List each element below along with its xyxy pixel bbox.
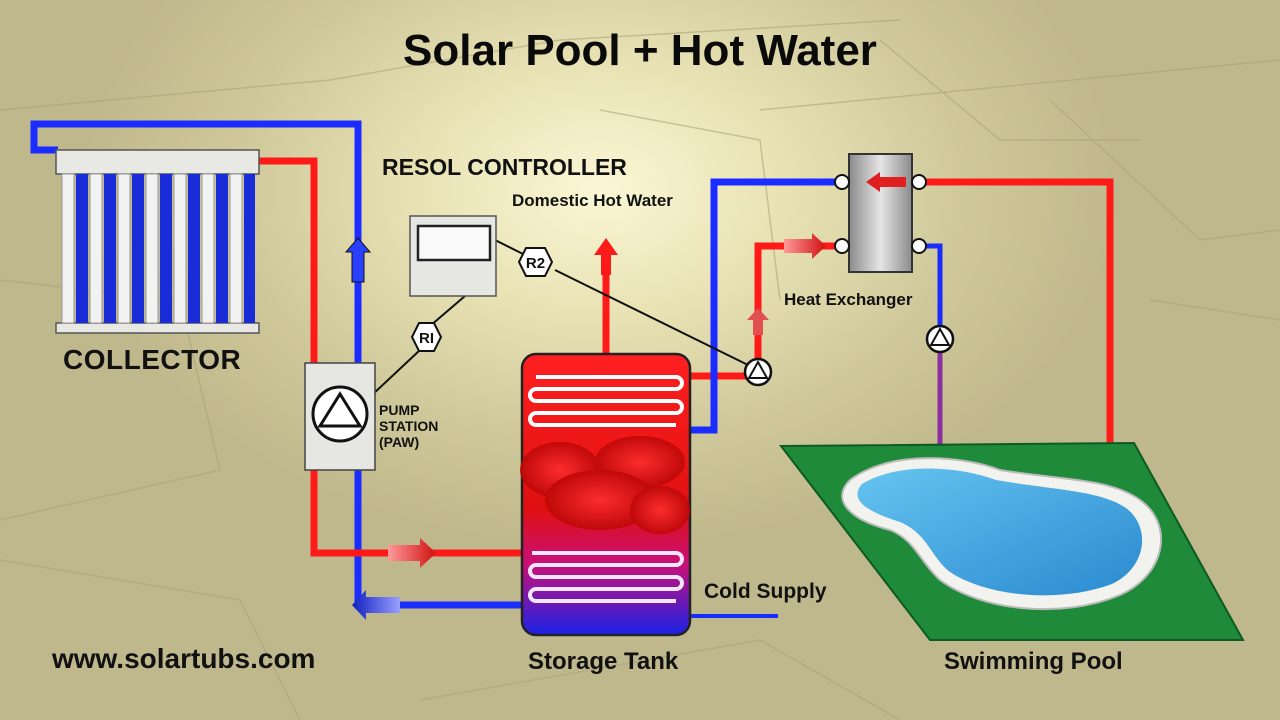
arrow-right-lower (388, 538, 436, 568)
sensor-r1-label: RI (419, 330, 434, 347)
pool-return-pump[interactable] (925, 324, 955, 354)
solar-collector[interactable] (55, 149, 260, 334)
heat-exchanger[interactable] (834, 153, 927, 273)
arrow-up-pool-loop (747, 308, 769, 335)
storage-tank-label: Storage Tank (528, 648, 679, 675)
pool-loop-pump[interactable] (743, 357, 773, 387)
swimming-pool[interactable] (778, 441, 1245, 641)
hx-arrow-left (866, 172, 906, 192)
blueprint-lines (0, 19, 1280, 720)
tank-lower-coil (528, 551, 684, 603)
sensor-r2: R2 (517, 247, 554, 277)
collector-hot-pipe (258, 157, 318, 365)
arrow-left-cold (352, 590, 400, 620)
pool-water (857, 468, 1143, 596)
storage-tank[interactable] (520, 352, 692, 637)
collector-cold-pipe (30, 120, 362, 365)
website-link[interactable]: www.solartubs.com (52, 643, 316, 674)
pool-return-pipe (920, 243, 943, 326)
arrow-up-collector-return (344, 237, 372, 283)
resol-controller[interactable] (409, 215, 497, 297)
controller-label: RESOL CONTROLLER (382, 154, 627, 180)
pool-loop-cold (690, 178, 840, 434)
collector-label: COLLECTOR (63, 344, 242, 375)
domestic-hot-water-label: Domestic Hot Water (512, 191, 673, 210)
collector-hot-flow (310, 470, 523, 557)
collector-tubes (61, 173, 255, 324)
tank-stratification-cloud (520, 436, 690, 534)
arrow-up-dhw (594, 238, 618, 275)
sensor-r1: RI (410, 322, 443, 352)
arrow-right-hx (784, 233, 826, 259)
pump-station[interactable] (304, 362, 376, 471)
sensor-r2-label: R2 (526, 255, 545, 272)
pump-station-label: PUMP STATION (PAW) (379, 402, 439, 450)
pool-hot-pipe (920, 178, 1114, 486)
sensor-wires (371, 239, 749, 396)
cold-supply-label: Cold Supply (704, 580, 827, 603)
collector-cold-return (354, 470, 523, 609)
tank-upper-coil (528, 375, 684, 427)
pump-triangle-icon (317, 391, 363, 428)
page-title: Solar Pool + Hot Water (403, 26, 877, 75)
swimming-pool-label: Swimming Pool (944, 648, 1123, 675)
heat-exchanger-label: Heat Exchanger (784, 290, 913, 309)
